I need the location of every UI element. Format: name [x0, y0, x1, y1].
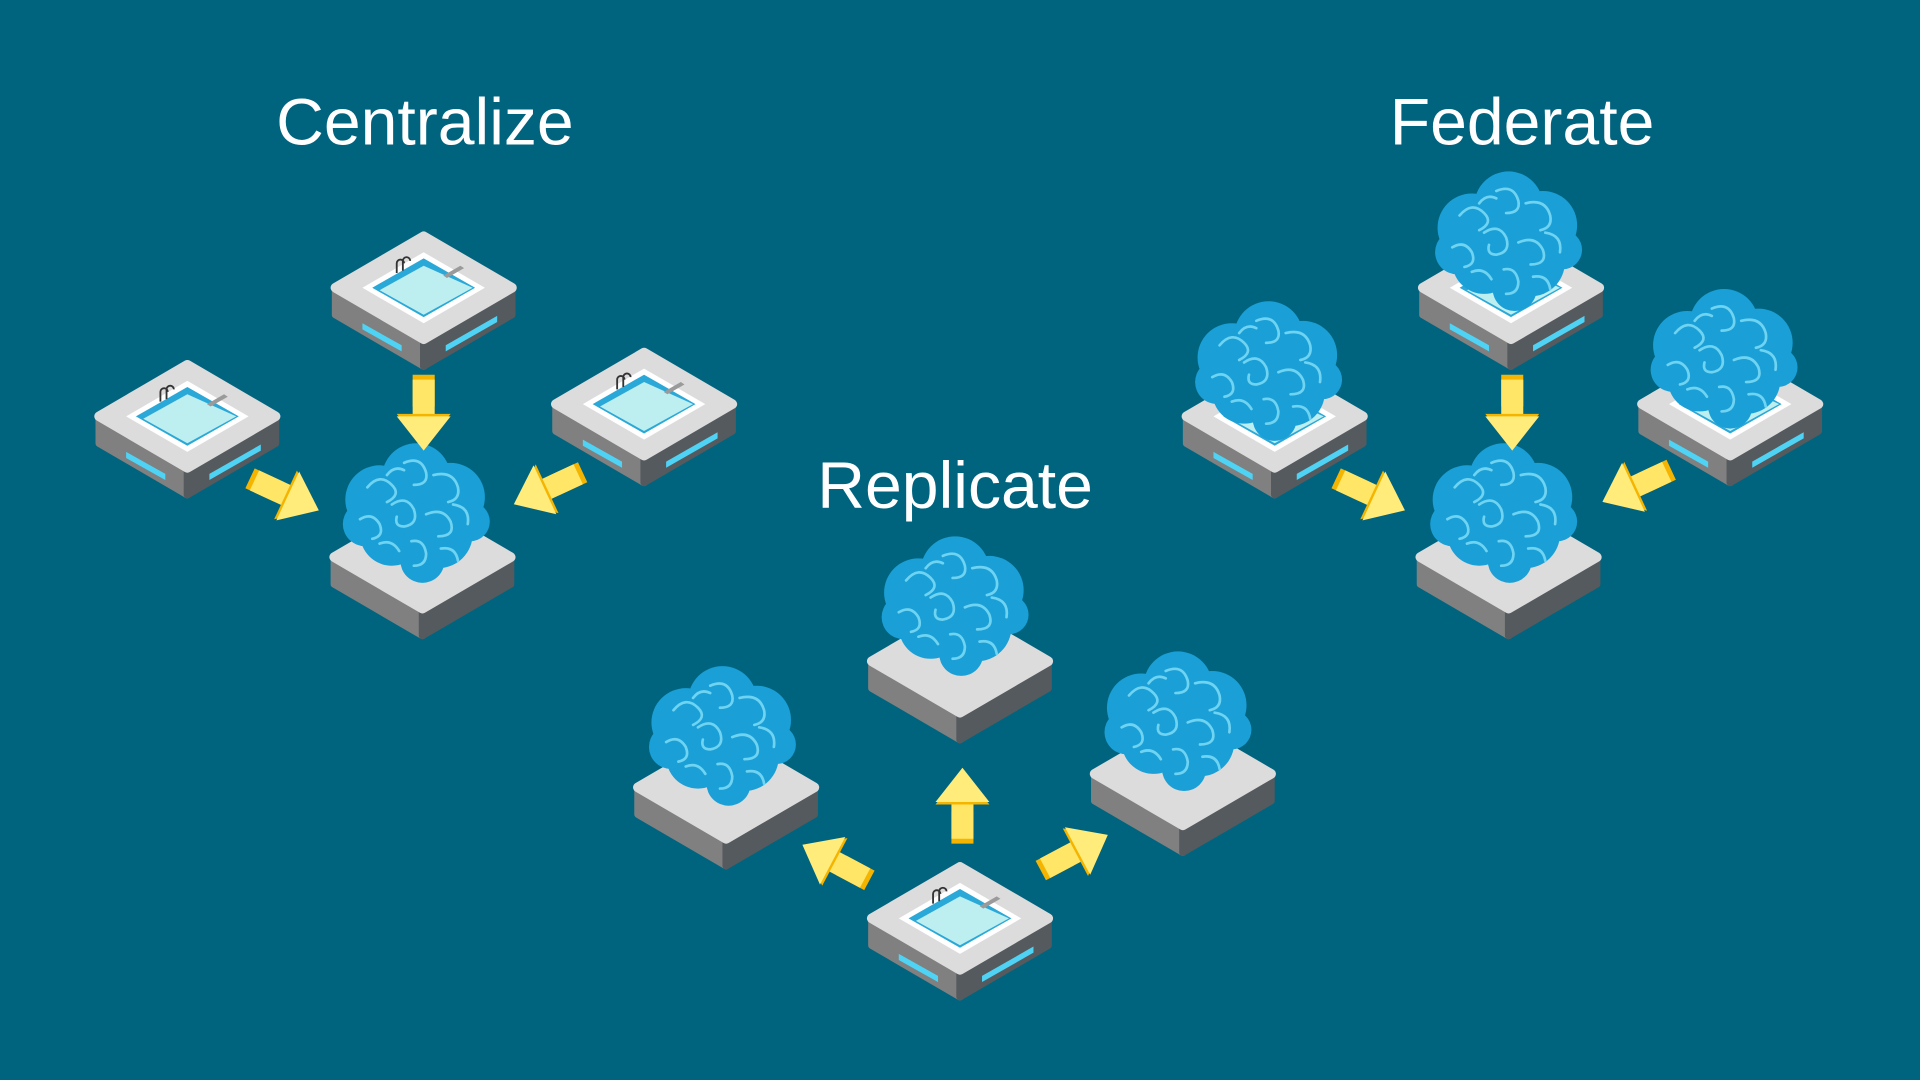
- data-pool-node: [336, 236, 512, 366]
- data-pool-node: [556, 353, 732, 483]
- centralize-group: [99, 236, 732, 635]
- arrow-icon: [238, 453, 331, 535]
- arrow-icon: [1028, 811, 1121, 895]
- arrow-icon: [1324, 453, 1417, 535]
- data-pool-node: [99, 365, 275, 495]
- arrow-icon: [789, 820, 883, 905]
- federate-title: Federate: [1390, 85, 1655, 159]
- data-pool-node: [872, 867, 1048, 997]
- federate-group: [1187, 170, 1819, 635]
- arrow-icon: [502, 447, 595, 529]
- replicate-group: [638, 534, 1271, 997]
- arrow-icon: [1591, 445, 1683, 527]
- centralize-title: Centralize: [276, 85, 574, 159]
- arrow-icon: [396, 374, 451, 451]
- replicate-title: Replicate: [817, 449, 1093, 523]
- arrow-icon: [935, 767, 990, 844]
- arrow-icon: [1485, 374, 1540, 451]
